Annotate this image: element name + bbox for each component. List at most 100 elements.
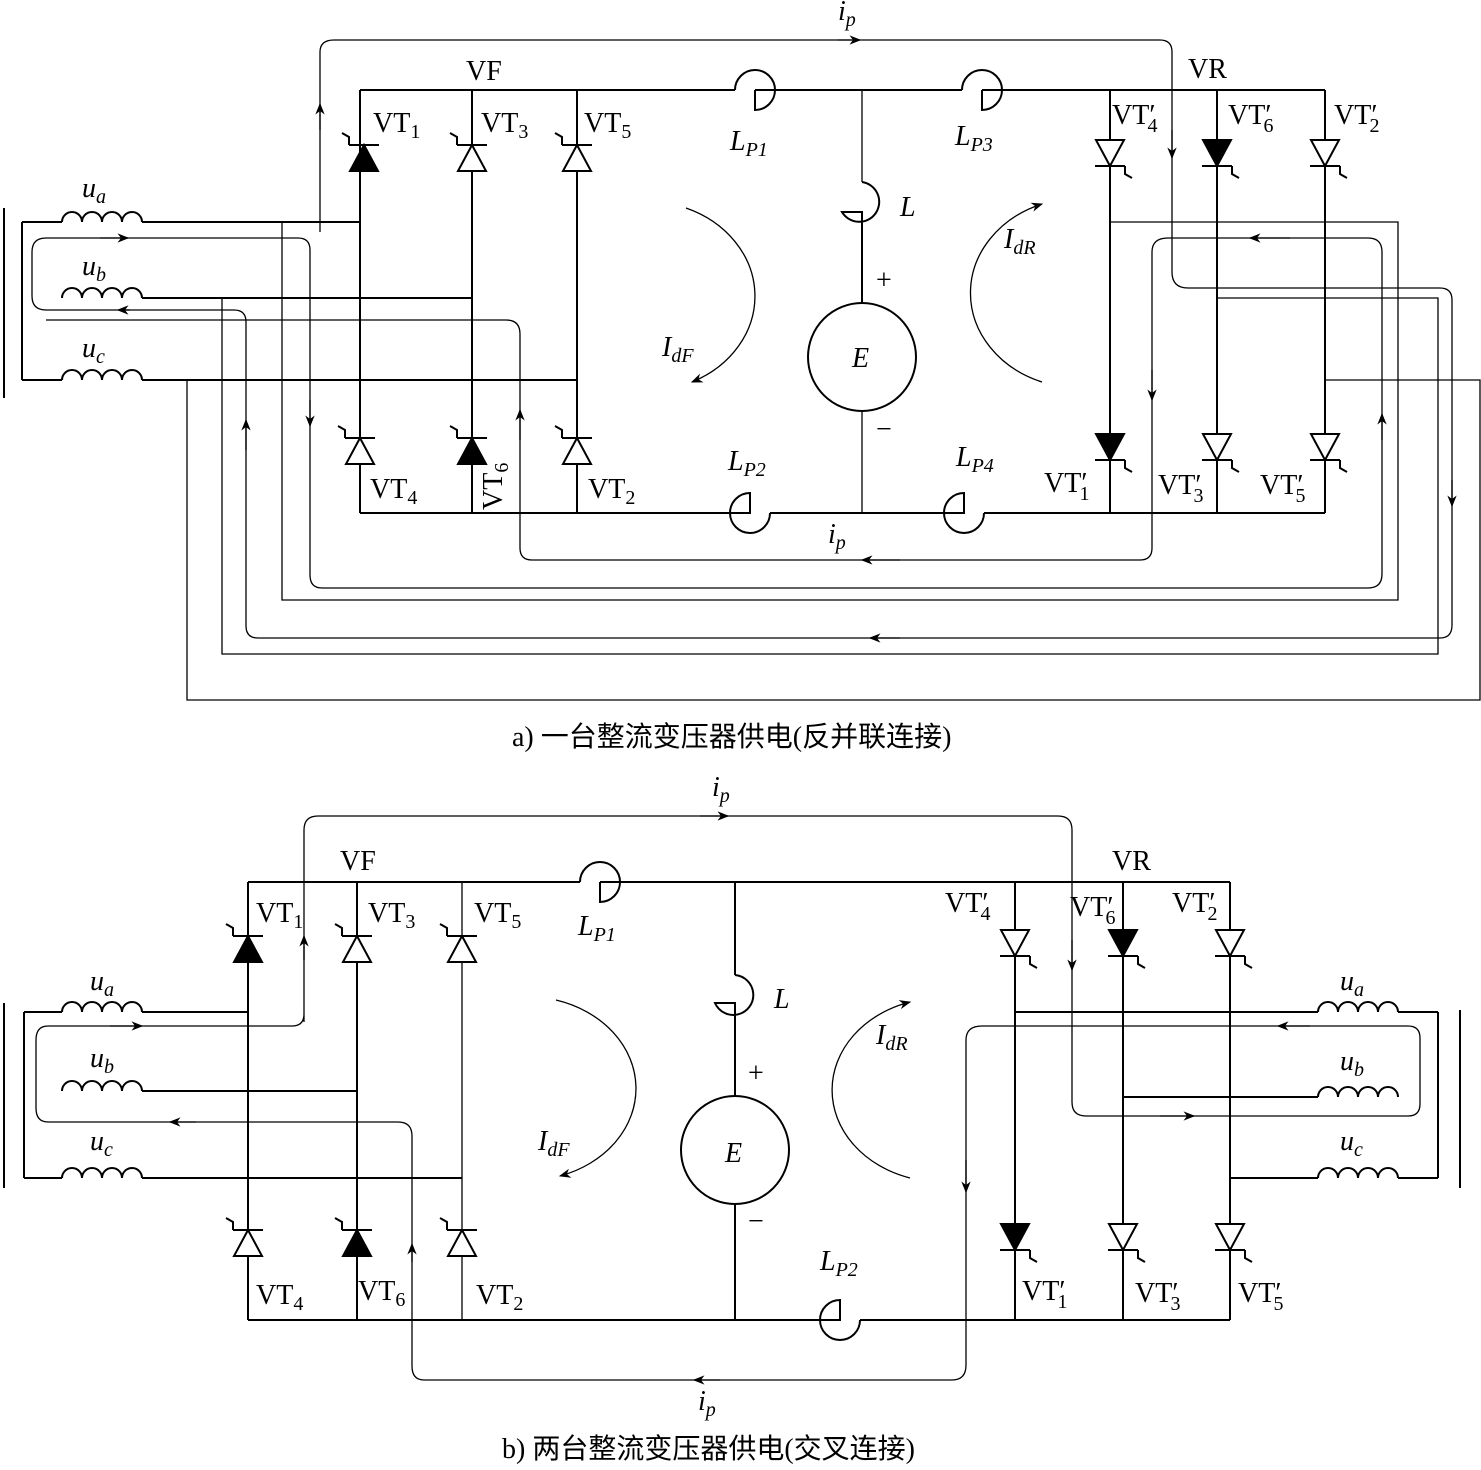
vt5p-label-a: VT′5: [1260, 470, 1305, 507]
thyristor-vt6-a: [449, 425, 488, 465]
vt1-label-b: VT1: [256, 898, 303, 933]
bridge-vf-a: VF VT1 VT3 VT5 VT4 VT6 VT2: [337, 56, 735, 514]
vt5-label-b: VT5: [474, 898, 521, 933]
thyristor-vt1p-b: [999, 1223, 1038, 1263]
vt4-label-a: VT4: [370, 474, 417, 509]
ip-label-a-bottom: ip: [828, 519, 846, 554]
thyristor-vt6-b: [334, 1217, 373, 1257]
circulating-current-paths-a: ip ip: [31, 0, 1457, 643]
vt1p-label-b: VT′1: [1022, 1276, 1067, 1313]
minus-label-a: −: [876, 414, 892, 445]
vr-label-b: VR: [1112, 846, 1151, 877]
thyristor-vt4-b: [225, 1217, 264, 1257]
lp3-label-a: LP3: [954, 121, 993, 156]
idf-label-b: IdF: [537, 1126, 570, 1161]
ua-label-b-right: ua: [1340, 966, 1364, 1001]
idf-arrow-b: [555, 999, 637, 1178]
vt6p-label-b: VT′6: [1070, 892, 1115, 929]
vt6p-label-a: VT′6: [1228, 100, 1273, 137]
thyristor-vt1-b: [225, 923, 264, 963]
bridge-vf-b: VF VT1 VT3 VT5 VT4 VT6 VT2: [225, 846, 830, 1321]
uc-label-a: uc: [82, 333, 105, 368]
l-label-a: L: [899, 192, 916, 223]
lp1-label-b: LP1: [577, 911, 616, 946]
plus-label-b: +: [748, 1058, 764, 1089]
load-a: L + E − IdF IdR: [661, 90, 1044, 513]
thyristor-vt4-a: [337, 425, 376, 465]
vt5-label-a: VT5: [584, 108, 631, 143]
vf-label-b: VF: [340, 846, 376, 877]
uc-label-b-left: uc: [90, 1126, 113, 1161]
transformer-a: ua ub uc: [3, 173, 577, 398]
ub-label-b-left: ub: [90, 1043, 114, 1078]
thyristor-vt4p-b: [999, 929, 1038, 969]
l-label-b: L: [773, 984, 790, 1015]
thyristor-vt2p-b: [1214, 929, 1253, 969]
bridge-vr-a: VR VT′4 VT′6 VT′2 VT′1 VT′3 VT′5: [1044, 54, 1379, 513]
reactors-b: LP1 LP2: [577, 861, 1230, 1341]
lp1-label-a: LP1: [729, 126, 768, 161]
lp4-label-a: LP4: [955, 442, 994, 477]
load-b: L + E − IdF IdR: [537, 882, 912, 1320]
idf-arrow-a: [685, 207, 756, 383]
caption-b: b) 两台整流变压器供电(交叉连接): [502, 1433, 915, 1465]
vt3p-label-a: VT′3: [1158, 470, 1203, 507]
ua-label-a: ua: [82, 173, 106, 208]
vt4p-label-a: VT′4: [1112, 100, 1157, 137]
thyristor-vt1p-a: [1094, 433, 1133, 473]
vt6-label-b: VT6: [358, 1276, 405, 1311]
transformer-b-left: ua ub uc: [3, 966, 462, 1188]
vt5p-label-b: VT′5: [1238, 1278, 1283, 1315]
plus-label-a: +: [876, 265, 892, 296]
idf-label-a: IdF: [661, 332, 694, 367]
ip-label-a-top: ip: [838, 0, 856, 31]
lp2-label-b: LP2: [819, 1246, 858, 1281]
ip-label-b-bottom: ip: [698, 1386, 716, 1421]
thyristor-vt5-b: [439, 923, 478, 963]
vt4p-label-b: VT′4: [945, 888, 990, 925]
thyristor-vt5p-a: [1309, 433, 1348, 473]
thyristor-vt6p-b: [1107, 929, 1146, 969]
thyristor-vt2p-a: [1309, 139, 1348, 179]
ip-label-b-top: ip: [712, 772, 730, 807]
vt1-label-a: VT1: [373, 108, 420, 143]
diagram-a: ua ub uc VF VT1 VT3 VT5 VT4 VT6 VT2: [3, 0, 1481, 753]
e-label-a: E: [851, 343, 869, 374]
ua-label-b-left: ua: [90, 966, 114, 1001]
vt2p-label-b: VT′2: [1172, 888, 1217, 925]
vt2p-label-a: VT′2: [1334, 100, 1379, 137]
thyristor-vt3p-b: [1107, 1223, 1146, 1263]
bridge-vr-b: VR VT′4 VT′6 VT′2 VT′1 VT′3 VT′5: [945, 846, 1283, 1320]
idr-arrow-b: [831, 1000, 912, 1179]
vf-label-a: VF: [466, 56, 502, 87]
vt2-label-a: VT2: [588, 474, 635, 509]
vt3-label-a: VT3: [481, 108, 528, 143]
ub-label-b-right: ub: [1340, 1046, 1364, 1081]
thyristor-vt4p-a: [1094, 139, 1133, 179]
idr-arrow-a: [969, 202, 1044, 383]
thyristor-vt2-a: [554, 425, 593, 465]
thyristor-vt3-b: [334, 923, 373, 963]
vt6-label-a: VT6: [478, 463, 513, 510]
vt2-label-b: VT2: [476, 1280, 523, 1315]
vt1p-label-a: VT′1: [1044, 468, 1089, 505]
minus-label-b: −: [748, 1206, 764, 1237]
circulating-current-paths-b: ip ip: [35, 772, 1421, 1421]
cross-wiring-a: [186, 221, 1481, 701]
thyristor-vt6p-a: [1201, 139, 1240, 179]
vt4-label-b: VT4: [256, 1280, 303, 1315]
vr-label-a: VR: [1188, 54, 1227, 85]
uc-label-b-right: uc: [1340, 1126, 1363, 1161]
diagram-b: ua ub uc VF VT1 VT3 VT5 VT4 VT6 VT2: [3, 772, 1461, 1465]
thyristor-vt2-b: [439, 1217, 478, 1257]
vt3p-label-b: VT′3: [1135, 1278, 1180, 1315]
lp2-label-a: LP2: [727, 446, 766, 481]
reactors-a: LP1 LP3 LP2 LP4: [727, 69, 1325, 534]
caption-a: a) 一台整流变压器供电(反并联连接): [512, 721, 951, 753]
thyristor-vt3p-a: [1201, 433, 1240, 473]
transformer-b-right: ua ub uc: [1015, 966, 1461, 1188]
vt3-label-b: VT3: [368, 898, 415, 933]
ub-label-a: ub: [82, 251, 106, 286]
idr-label-b: IdR: [875, 1020, 908, 1055]
